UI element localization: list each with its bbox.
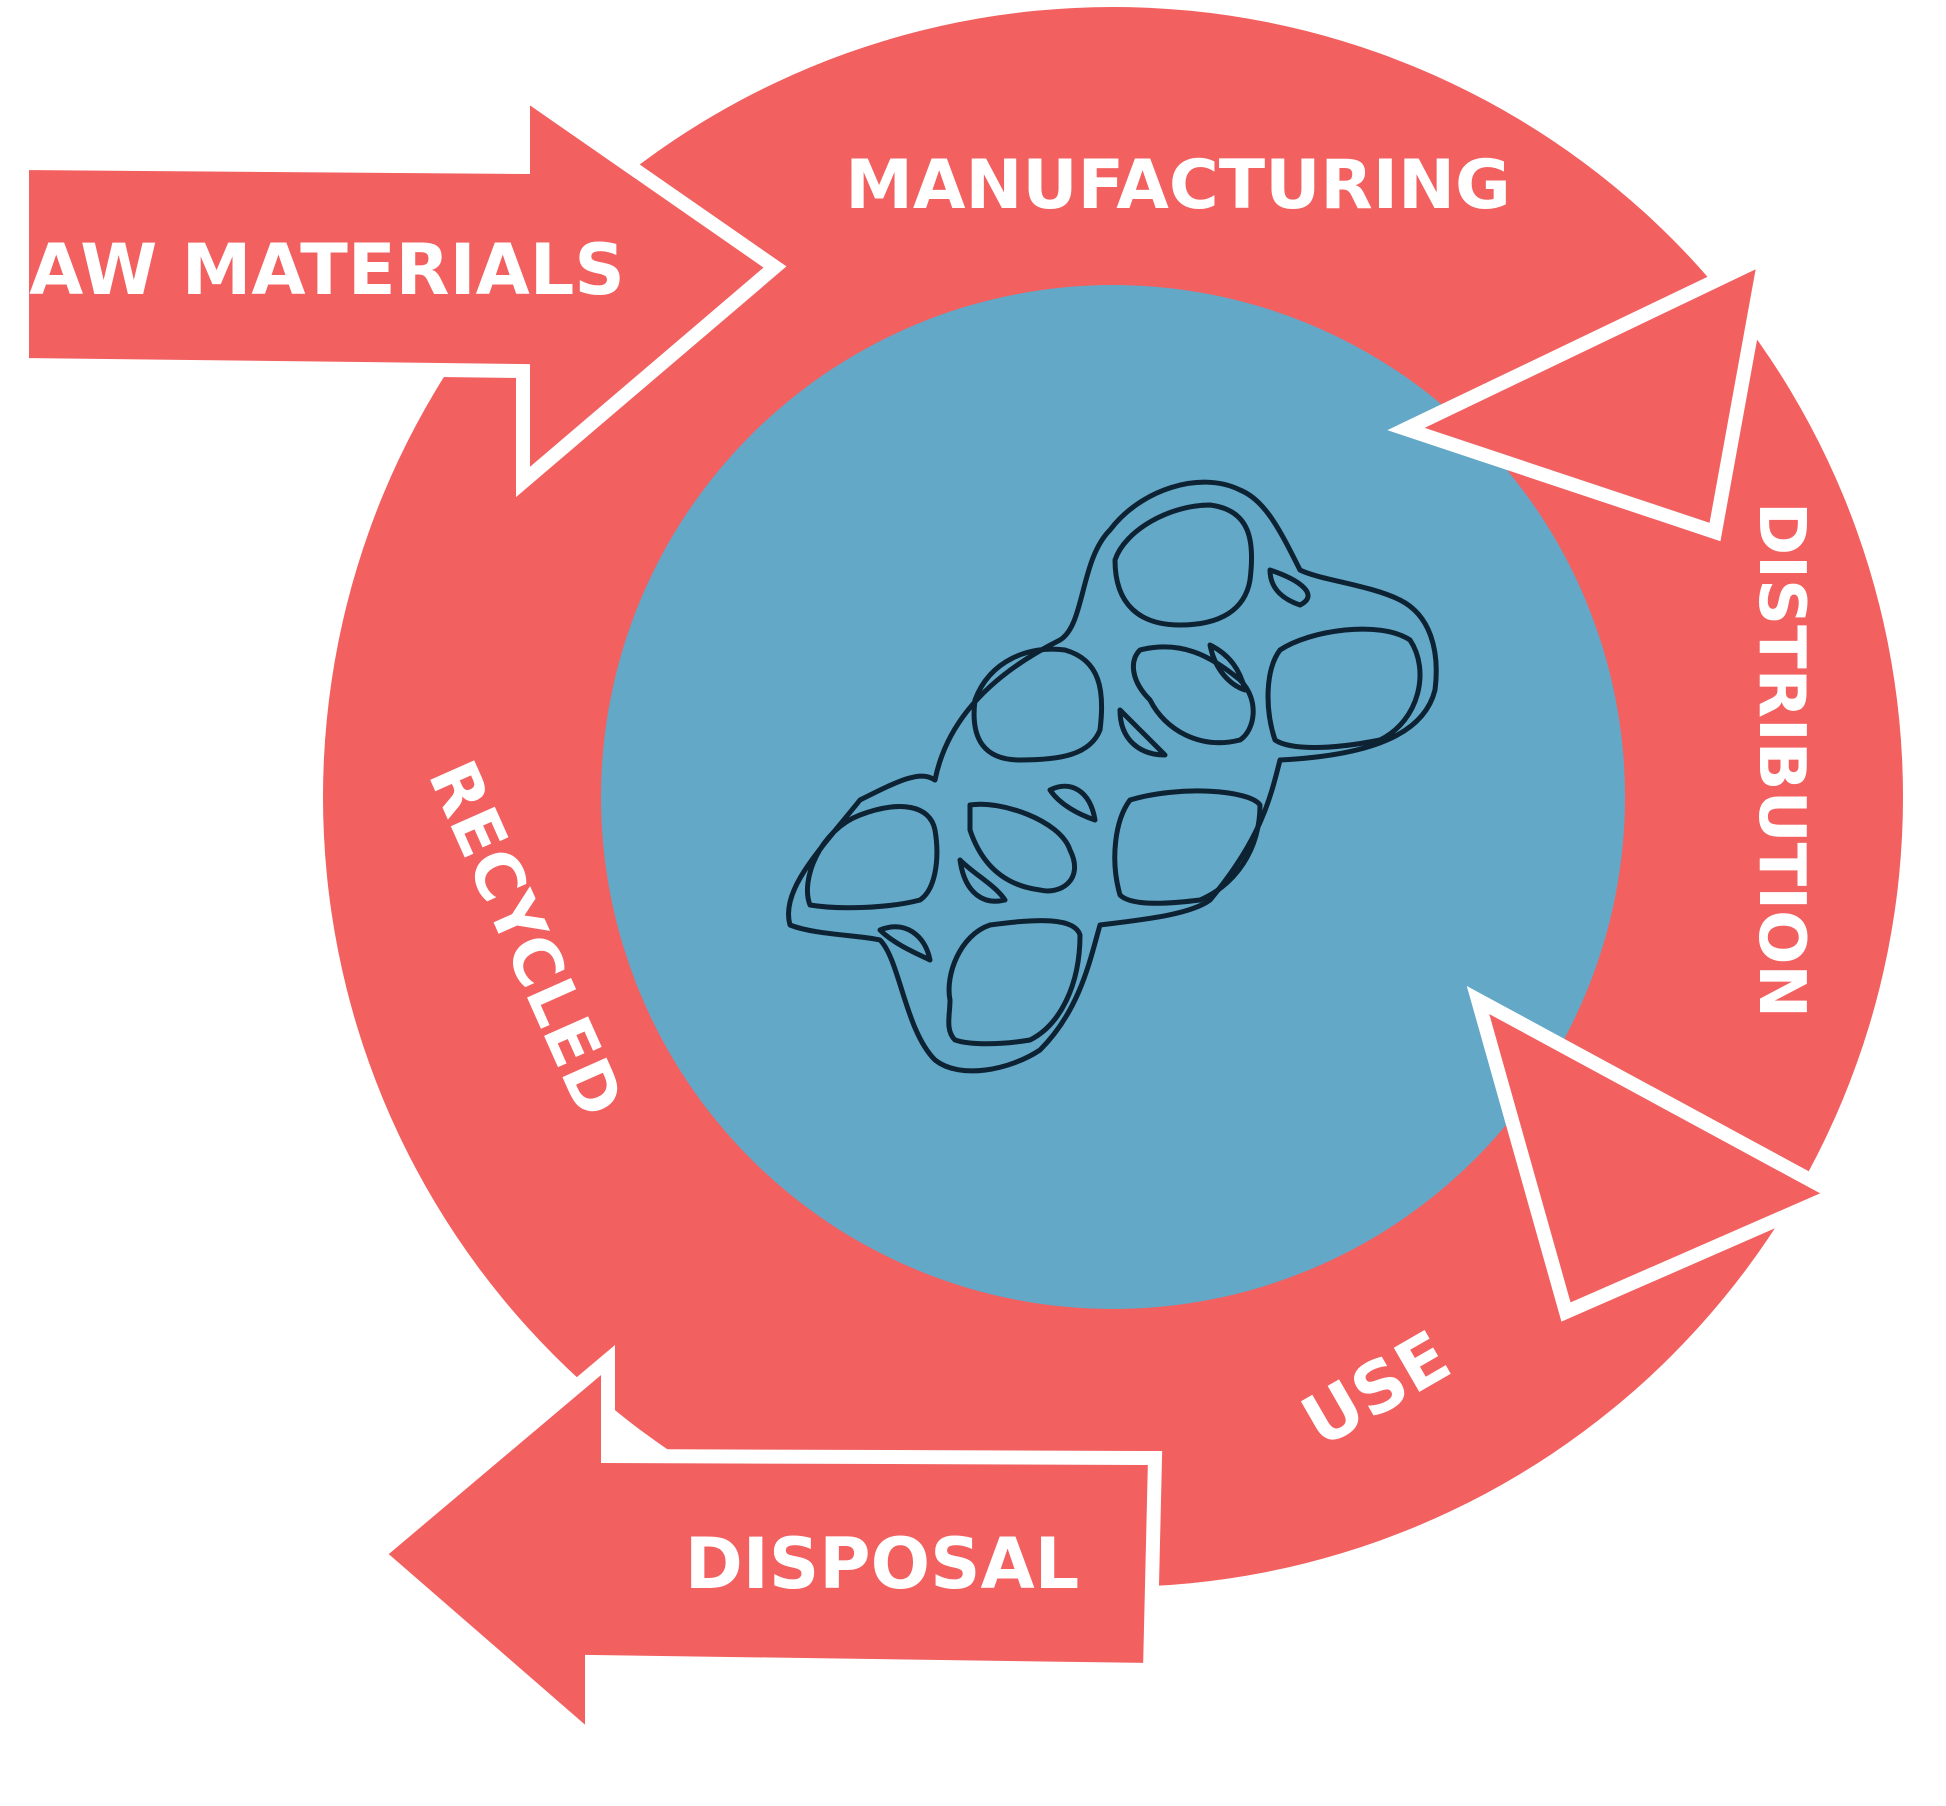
use-arrow	[1466, 985, 1852, 1322]
six-pack-ring-carrier-icon	[786, 479, 1439, 1074]
disposal-label: DISPOSAL	[685, 1523, 1080, 1605]
raw-materials-arrow	[15, 78, 787, 498]
manufacturing-label: MANUFACTURING	[845, 146, 1511, 225]
center-disc	[601, 285, 1625, 1309]
distribution-arrow	[1387, 244, 1775, 542]
disposal-arrow	[367, 1344, 1163, 1756]
raw-materials-label: RAW MATERIALS	[0, 229, 625, 311]
distribution-label: DISTRIBUTION	[1744, 502, 1818, 1018]
